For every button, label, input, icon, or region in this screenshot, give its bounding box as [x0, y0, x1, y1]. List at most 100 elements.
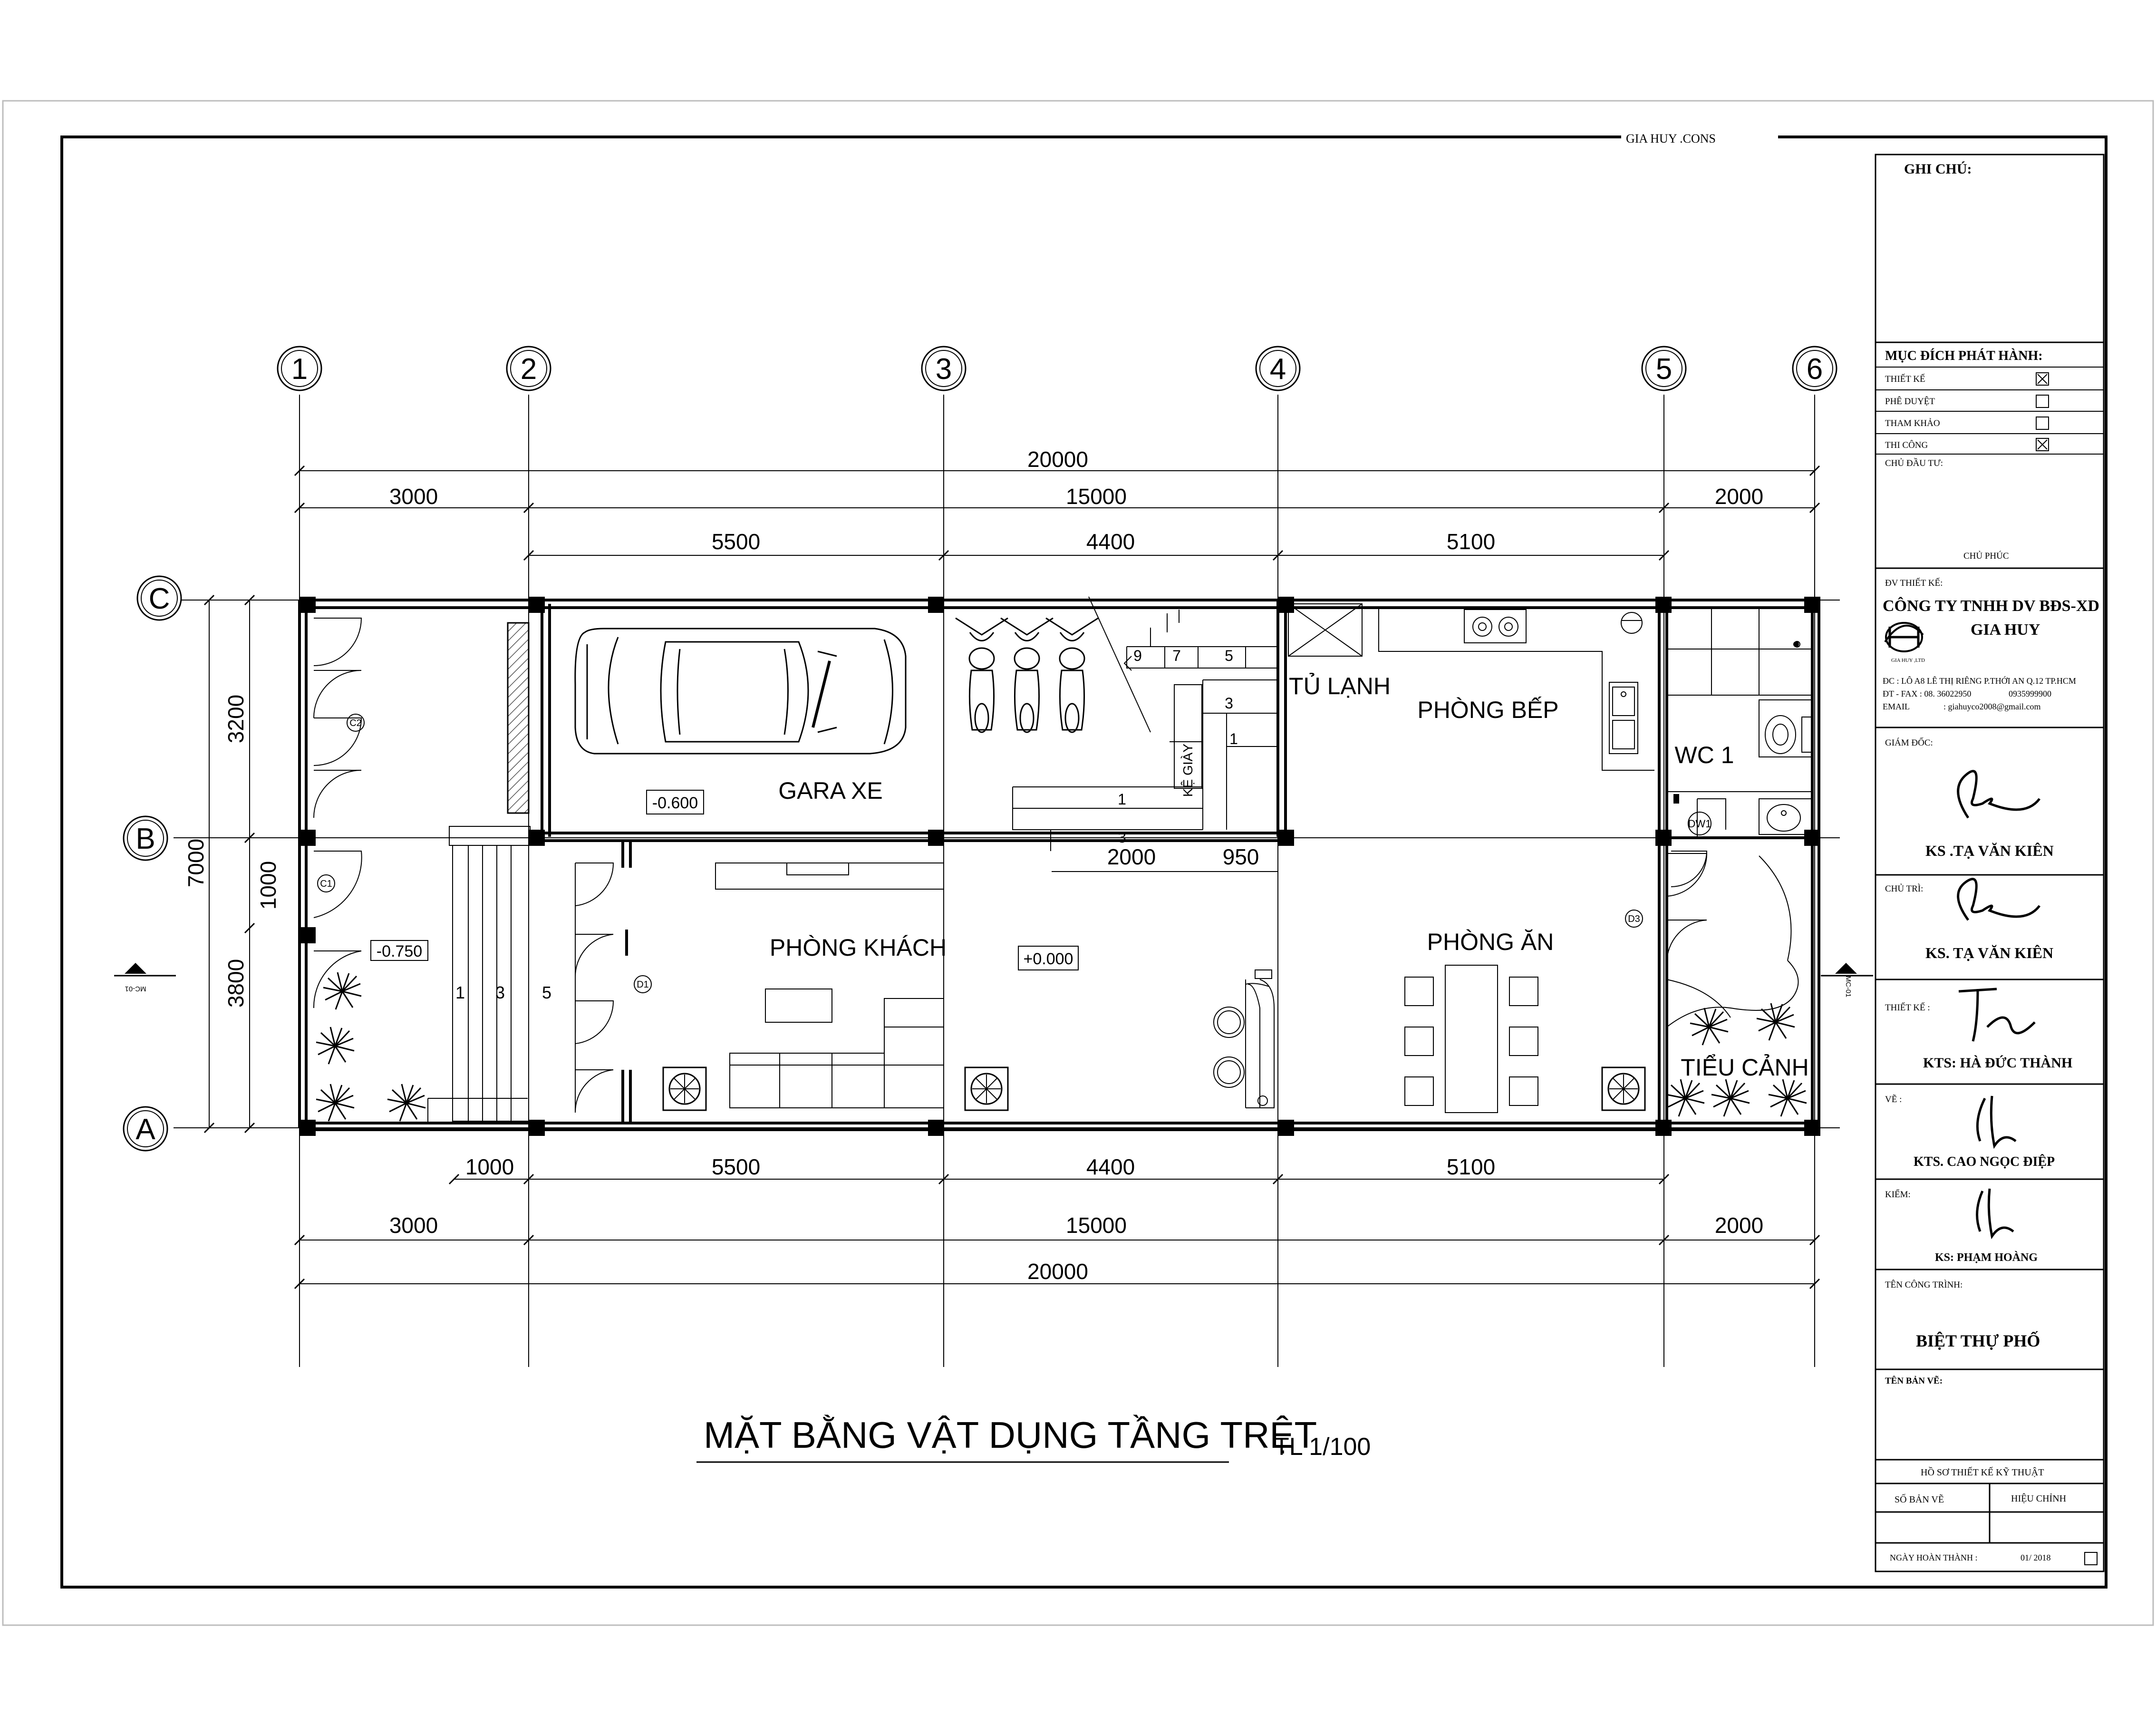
door-tag: [1688, 812, 1711, 835]
dim-text: 950: [1223, 844, 1259, 869]
door-tag-label: C2: [349, 718, 362, 728]
signature-image: [1958, 988, 2036, 1042]
level-tag-box: [1018, 946, 1079, 970]
role-person-name: KTS: HÀ ĐỨC THÀNH: [1923, 1055, 2072, 1071]
purpose-label: THI CÔNG: [1885, 440, 1928, 450]
car-icon: [574, 628, 907, 755]
stair-step-number: 5: [542, 983, 551, 1002]
gate-swings: [313, 618, 362, 1008]
door-tag-label: D1: [637, 979, 649, 990]
designer-unit-label: ĐV THIẾT KẾ:: [1885, 578, 1943, 588]
plant-icon: [1665, 1078, 1705, 1117]
company-address: ĐC : LÔ A8 LÊ THỊ RIÊNG P.THỚI AN Q.12 T…: [1883, 676, 2076, 686]
plant-icon: [1689, 1007, 1729, 1046]
door-tag-label: D3: [1628, 914, 1640, 924]
drawing-scale: TL 1/100: [1274, 1433, 1371, 1461]
stair-step-number: 1: [455, 983, 465, 1002]
grid-bubble-1: [277, 346, 322, 391]
door-tag: [317, 874, 335, 892]
company-phone-2: 0935999900: [2009, 689, 2051, 698]
plant-icon: [315, 1026, 355, 1065]
drawing-name-label: TÊN BẢN VẼ:: [1885, 1376, 1943, 1386]
main-staircase: [1012, 596, 1278, 851]
drawing-title: MẶT BẰNG VẬT DỤNG TẦNG TRỆT: [704, 1414, 1317, 1456]
signature-image: [1976, 1095, 2017, 1149]
grid-bubble-5: [1641, 346, 1687, 391]
fridge-icon: [1288, 603, 1363, 657]
company-email: : giahuyco2008@gmail.com: [1943, 702, 2041, 711]
ac-unit-icon: [662, 1066, 707, 1111]
door-tag: [1625, 910, 1643, 928]
bar-counter: [1213, 969, 1275, 1108]
investor-label: CHỦ ĐẦU TƯ:: [1885, 458, 1943, 468]
purpose-checkbox-phe-duyet[interactable]: [2036, 395, 2049, 408]
shoe-rack[interactable]: [1174, 684, 1202, 789]
grid-label: 5: [1656, 353, 1672, 386]
drawing-frame: [60, 136, 2108, 1589]
grid-label: 6: [1807, 353, 1823, 386]
purpose-checkbox-thi-cong[interactable]: [2036, 438, 2049, 451]
purpose-checkbox-thiet-ke[interactable]: [2036, 372, 2049, 386]
door-tag-label: C1: [320, 879, 332, 889]
dim-text: 4400: [1086, 1154, 1135, 1179]
structural-columns: [300, 597, 1820, 1136]
door-swings-dining: [1666, 853, 1708, 963]
yard-stairs: [427, 826, 531, 1122]
dossier-label: HỒ SƠ THIẾT KẾ KỸ THUẬT: [1921, 1466, 2044, 1478]
plant-icon: [1756, 1002, 1796, 1041]
living-furniture: [715, 862, 944, 1108]
dim-text: 3000: [389, 484, 438, 509]
grid-label: 4: [1270, 353, 1286, 386]
stair-step-number: 9: [1133, 647, 1142, 664]
project-label: TÊN CÔNG TRÌNH:: [1885, 1279, 1963, 1290]
dim-text: 2000: [1715, 1213, 1763, 1238]
motorbike-icon: [1045, 617, 1099, 733]
stair-step-number: 3: [1225, 695, 1233, 712]
role-person-name: KS: PHẠM HOÀNG: [1935, 1251, 2038, 1264]
grid-bubble-2: [506, 346, 551, 391]
role-person-name: KS. TẠ VĂN KIÊN: [1925, 944, 2053, 961]
stair-step-number: 1: [1229, 730, 1238, 747]
dim-text: 1000: [256, 861, 280, 910]
section-marker-label: MC-01: [125, 985, 146, 993]
investor-name: CHỦ PHÚC: [1963, 551, 2009, 561]
grid-bubble-c: [136, 575, 182, 621]
role-label: GIÁM ĐỐC:: [1885, 737, 1933, 748]
dim-text: 15000: [1066, 484, 1127, 509]
signature-image: [1976, 1188, 2014, 1240]
wc-fixture: [1673, 794, 1679, 804]
signature-image: [1957, 770, 2040, 819]
dim-text: 3800: [223, 959, 248, 1008]
sheet-number-label: SỐ BẢN VẼ: [1895, 1493, 1944, 1505]
level-tag: +0.000: [1024, 950, 1073, 968]
ac-unit-icon: [1601, 1066, 1646, 1111]
role-label: KIỂM:: [1885, 1189, 1911, 1200]
room-label: WC 1: [1675, 742, 1734, 768]
grid-label: 3: [936, 353, 952, 386]
door-swings-living: [574, 862, 614, 1113]
grid-bubble-a: [123, 1106, 168, 1152]
wc-fixture: [1793, 641, 1799, 647]
dim-text: 3200: [223, 695, 248, 743]
purpose-heading: MỤC ĐÍCH PHÁT HÀNH:: [1885, 349, 2043, 363]
section-marker-label: MC-01: [1844, 976, 1852, 997]
purpose-checkbox-tham-khao[interactable]: [2036, 417, 2049, 430]
check-mark-icon: [2037, 439, 2048, 450]
shoe-rack-label: KỆ GIÀY: [1180, 744, 1195, 797]
ac-unit-icon: [964, 1066, 1009, 1111]
dim-text: 5500: [712, 529, 760, 554]
dim-text: 5100: [1447, 1154, 1495, 1179]
dim-text: 2000: [1107, 844, 1156, 869]
grid-label: 1: [291, 353, 308, 386]
stair-step-number: 7: [1172, 647, 1181, 664]
room-label: TIỂU CẢNH: [1681, 1054, 1808, 1081]
dim-text: 20000: [1027, 447, 1088, 472]
dim-text: 2000: [1715, 484, 1763, 509]
plant-icon: [387, 1083, 426, 1122]
purpose-label: THIẾT KẾ: [1885, 374, 1925, 384]
grid-label: 2: [521, 353, 537, 386]
purpose-label: THAM KHẢO: [1885, 418, 1940, 428]
room-label: PHÒNG ĂN: [1427, 929, 1554, 955]
role-label: VẼ :: [1885, 1094, 1902, 1105]
dimension-lines: [203, 465, 1820, 1289]
